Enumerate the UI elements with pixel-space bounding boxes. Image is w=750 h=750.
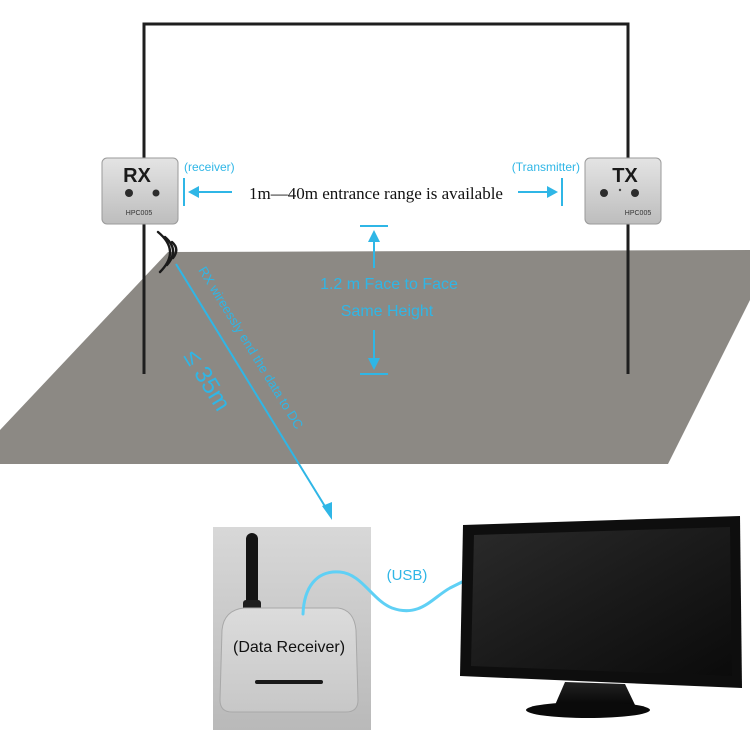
tx-lens-icon: [631, 189, 639, 197]
usb-text: (USB): [387, 567, 428, 584]
monitor-icon: [460, 516, 742, 718]
height-text-line1: 1.2 m Face to Face: [320, 276, 458, 293]
rx-lens-icon: [125, 189, 133, 197]
rx-device: RX HPC005: [101, 157, 179, 225]
range-arrow: [183, 178, 563, 206]
height-arrow: [360, 225, 388, 375]
tx-led-icon: [618, 188, 622, 192]
tx-caption: (Transmitter): [512, 160, 580, 174]
rx-caption: (receiver): [184, 160, 235, 174]
wireless-arrow: [175, 263, 332, 520]
range-text: 1m—40m entrance range is available: [249, 184, 503, 203]
rx-model: HPC005: [126, 210, 153, 217]
tx-lens-icon: [600, 189, 608, 197]
usb-cable: [301, 570, 468, 616]
tx-device: TX HPC005: [584, 157, 662, 225]
height-text-line2: Same Height: [341, 303, 434, 320]
tx-label: TX: [612, 165, 638, 187]
data-receiver-label: (Data Receiver): [233, 639, 345, 656]
data-receiver-device: (Data Receiver): [213, 527, 371, 730]
rx-lens-icon: [152, 189, 160, 197]
wireless-signal-icon: [156, 230, 178, 274]
rx-label: RX: [123, 165, 151, 187]
tx-model: HPC005: [625, 210, 652, 217]
